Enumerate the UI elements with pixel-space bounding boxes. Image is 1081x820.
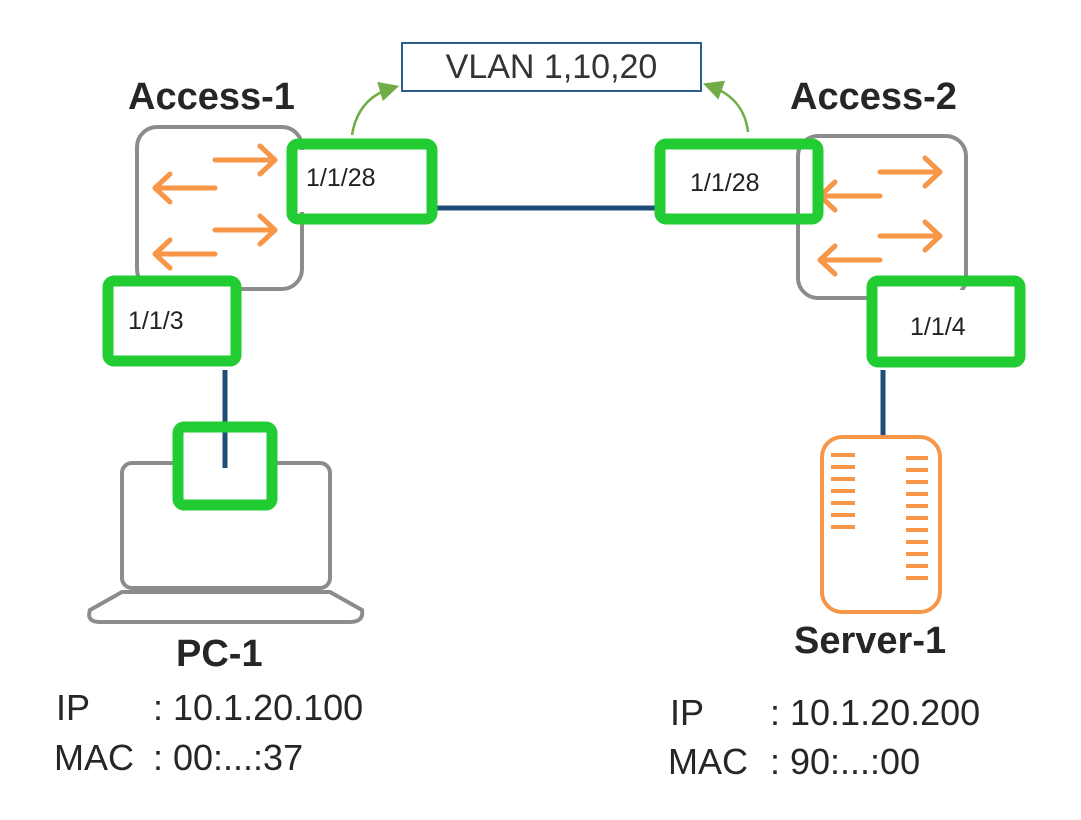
server-1-mac-label: MAC: [668, 741, 748, 782]
server-icon: [820, 435, 942, 614]
access-1-host-port-highlight: [102, 275, 242, 367]
access-2-switch-icon: [796, 134, 968, 300]
access-2-host-port-label: 1/1/4: [910, 313, 966, 341]
pc-1-ip-value: : 10.1.20.100: [153, 687, 364, 728]
pc-1-ip-label: IP: [56, 687, 91, 728]
pc-1-name: PC-1: [176, 633, 263, 675]
vlan-label-text: VLAN 1,10,20: [445, 47, 658, 86]
pc-nic-highlight: [172, 421, 278, 511]
vlan-arrow-left: [350, 81, 400, 136]
server-1-ip-label: IP: [670, 692, 705, 733]
access-1-uplink-port-label: 1/1/28: [306, 164, 376, 192]
access-1-name: Access-1: [128, 76, 295, 118]
server-1-mac-value: : 90:...:00: [770, 741, 921, 782]
access-2-uplink-port-label: 1/1/28: [690, 169, 760, 197]
vlan-label: VLAN 1,10,20: [401, 42, 702, 92]
access-1-uplink-highlight: [286, 138, 438, 225]
access-1-switch-icon: [135, 125, 304, 291]
access-1-host-port-label: 1/1/3: [128, 307, 184, 335]
access-2-host-port-highlight: [866, 275, 1026, 368]
server-1-ip-value: : 10.1.20.200: [770, 692, 981, 733]
access-2-uplink-highlight: [654, 138, 824, 225]
server-1-name: Server-1: [794, 620, 947, 662]
pc-1-mac-label: MAC: [54, 737, 134, 778]
access-2-name: Access-2: [790, 76, 957, 118]
vlan-arrow-right: [702, 80, 750, 133]
pc-1-mac-value: : 00:...:37: [153, 737, 304, 778]
